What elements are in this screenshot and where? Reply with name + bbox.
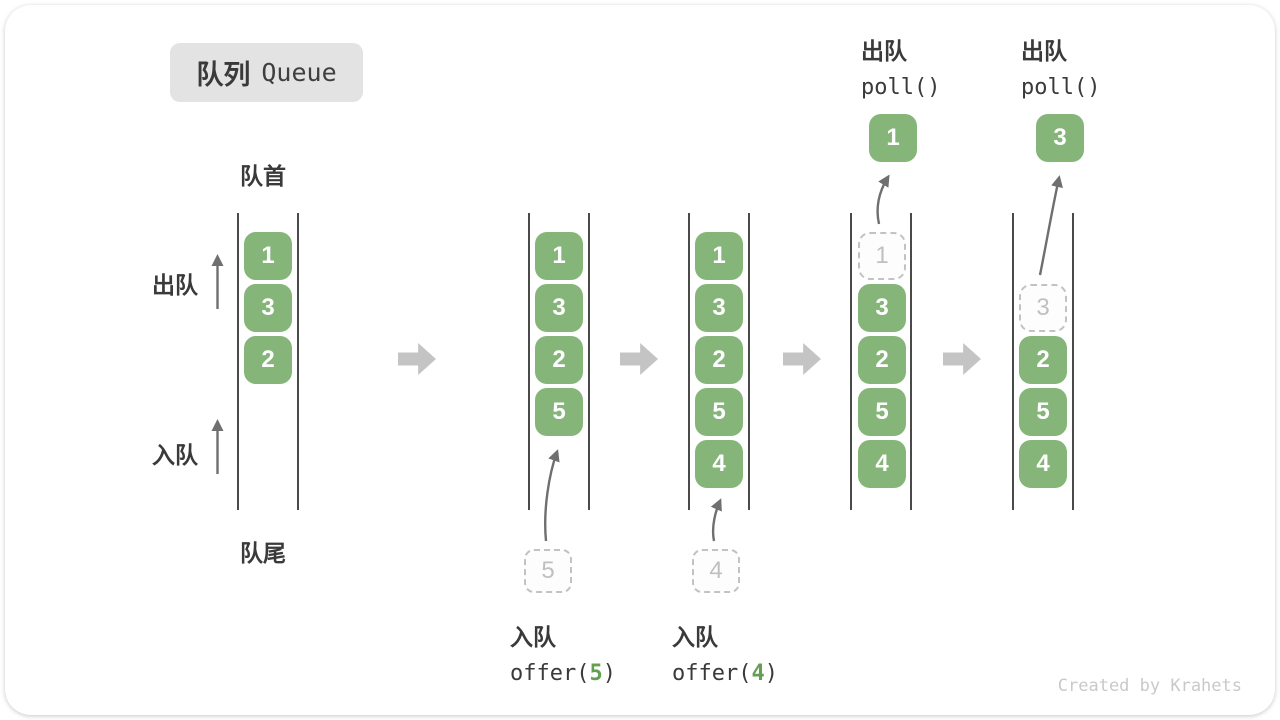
incoming-ghost-block: 4	[692, 549, 740, 593]
caption-zh: 出队	[1021, 38, 1067, 64]
code-fn: offer(	[510, 661, 590, 686]
label-dequeue-side: 出队	[152, 272, 198, 298]
queue-block: 3	[695, 284, 743, 332]
incoming-ghost-block: 5	[524, 549, 572, 593]
code-arg: 5	[589, 661, 603, 686]
caption-enqueue-5: 入队 offer(5)	[510, 618, 616, 686]
title-badge: 队列 Queue	[170, 43, 363, 102]
rail-left	[850, 213, 852, 510]
code-end: )	[764, 661, 778, 686]
queue-block: 2	[535, 336, 583, 384]
rail-right	[1072, 213, 1074, 510]
queue-block: 4	[1019, 440, 1067, 488]
caption-zh: 入队	[672, 624, 718, 650]
queue-block: 2	[244, 336, 292, 384]
queue-block: 4	[858, 440, 906, 488]
queue-block: 4	[695, 440, 743, 488]
rail-right	[910, 213, 912, 510]
caption-code: poll()	[1021, 75, 1101, 100]
title-zh: 队列	[196, 60, 251, 90]
title-en: Queue	[261, 58, 337, 87]
caption-dequeue-1: 出队 poll()	[861, 32, 940, 100]
queue-block: 1	[535, 232, 583, 280]
watermark: Created by Krahets	[1057, 676, 1242, 696]
queue-block: 3	[244, 284, 292, 332]
rail-right	[297, 213, 299, 510]
caption-zh: 出队	[861, 38, 907, 64]
queue-block: 1	[244, 232, 292, 280]
label-enqueue-side: 入队	[152, 442, 198, 468]
rail-right	[748, 213, 750, 510]
code-arg: 4	[751, 661, 765, 686]
queue-block: 1	[695, 232, 743, 280]
polled-block: 1	[869, 114, 917, 162]
caption-code: poll()	[861, 75, 941, 100]
queue-block: 5	[858, 388, 906, 436]
code-fn: offer(	[672, 661, 752, 686]
queue-block: 2	[858, 336, 906, 384]
rail-left	[688, 213, 690, 510]
queue-block: 2	[1019, 336, 1067, 384]
caption-code: offer(5)	[510, 661, 616, 686]
caption-code: offer(4)	[672, 661, 778, 686]
queue-block: 5	[1019, 388, 1067, 436]
caption-dequeue-2: 出队 poll()	[1021, 32, 1100, 100]
label-queue-rear: 队尾	[240, 540, 286, 566]
rail-left	[1012, 213, 1014, 510]
rail-left	[237, 213, 239, 510]
queue-block: 2	[695, 336, 743, 384]
rail-left	[528, 213, 530, 510]
rail-right	[588, 213, 590, 510]
code-end: )	[602, 661, 616, 686]
polled-block: 3	[1036, 114, 1084, 162]
label-queue-front: 队首	[240, 163, 286, 189]
queue-block: 3	[858, 284, 906, 332]
caption-zh: 入队	[510, 624, 556, 650]
queue-block: 5	[535, 388, 583, 436]
queue-block: 3	[535, 284, 583, 332]
removed-ghost-block: 3	[1019, 284, 1067, 332]
caption-enqueue-4: 入队 offer(4)	[672, 618, 778, 686]
removed-ghost-block: 1	[858, 232, 906, 280]
queue-block: 5	[695, 388, 743, 436]
